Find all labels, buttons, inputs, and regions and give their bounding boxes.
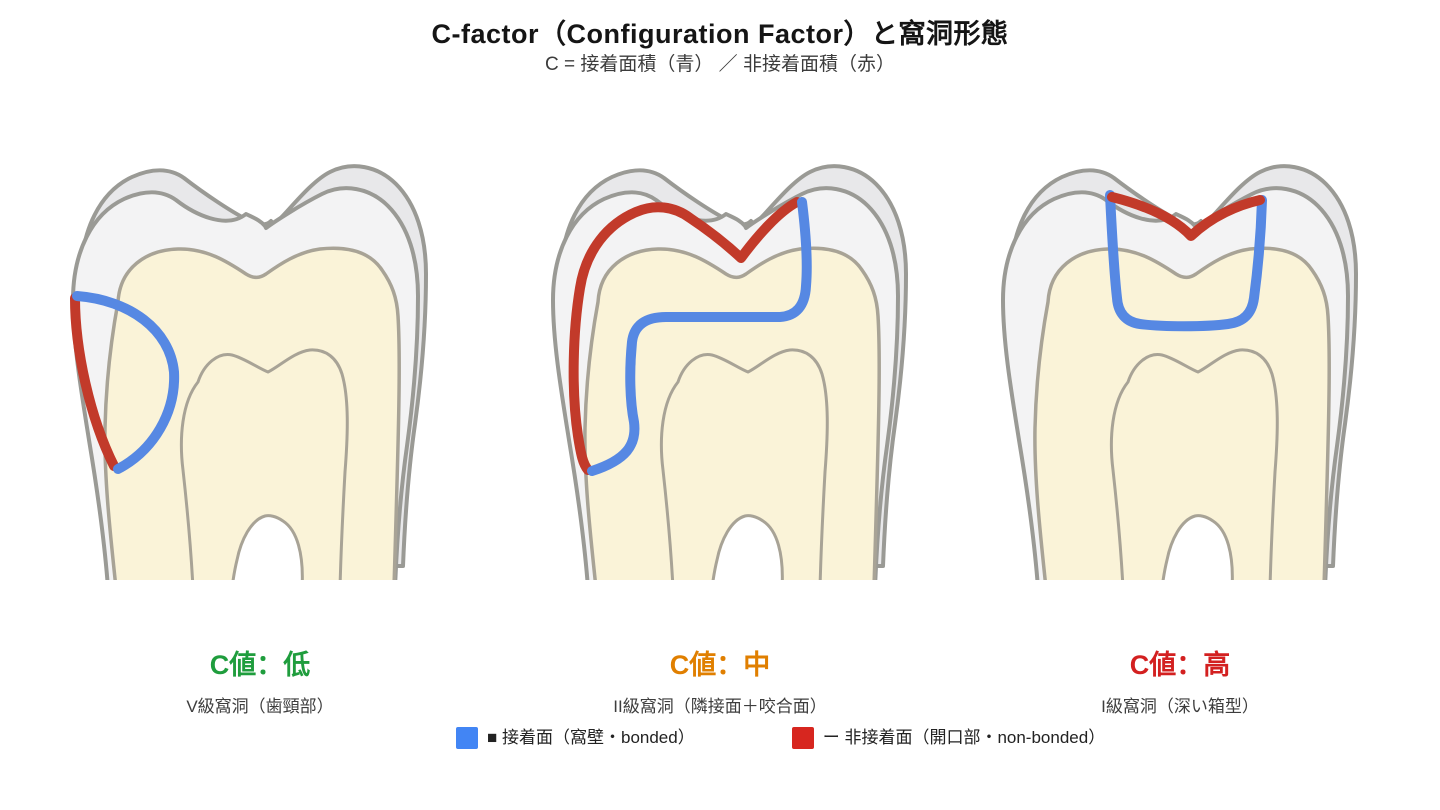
nonbonded-margin-line [70,293,119,471]
cavity-class-label: II級窩洞（隣接面＋咬合面） [613,697,827,717]
tooth-illustration-class-i [1001,164,1358,580]
figure-class-ii: C値：中 II級窩洞（隣接面＋咬合面） [540,150,940,717]
c-value-label: C値：低 [209,650,311,680]
legend-item-bonded: ■ 接着面（窩壁・bonded） [456,726,695,750]
bonded-color-swatch [456,727,478,749]
cavity-class-label: V級窩洞（歯頸部） [186,697,334,717]
legend-label-nonbonded: ー 非接着面（開口部・non-bonded） [822,728,1106,747]
figure-class-i: C値：高 I級窩洞（深い箱型） [990,150,1390,717]
bonded-wall-line [1105,190,1267,332]
legend-item-nonbonded: ー 非接着面（開口部・non-bonded） [791,726,1106,750]
page-title: C-factor（Configuration Factor）と窩洞形態 [431,19,1009,49]
cavity-class-label: I級窩洞（深い箱型） [1101,697,1259,717]
legend: ■ 接着面（窩壁・bonded） ー 非接着面（開口部・non-bonded） [456,726,1105,750]
figure-caption-block: C値：低 V級窩洞（歯頸部） [60,650,460,717]
nonbonded-margin-line [1107,192,1265,241]
nonbonded-margin-line [568,197,802,475]
figure-caption-block: C値：高 I級窩洞（深い箱型） [990,650,1370,717]
tooth-illustration-class-ii [551,164,908,580]
nonbonded-color-swatch [791,727,814,749]
formula-subtitle: C = 接着面積（青） ／ 非接着面積（赤） [545,54,895,75]
c-value-label: C値：中 [669,650,771,680]
legend-label-bonded: ■ 接着面（窩壁・bonded） [487,728,695,747]
figure-class-v: C値：低 V級窩洞（歯頸部） [60,150,460,717]
bonded-wall-line [587,197,812,476]
figure-caption-block: C値：中 II級窩洞（隣接面＋咬合面） [535,650,905,717]
c-value-label: C値：高 [1129,650,1231,680]
bonded-wall-line [72,291,180,474]
tooth-illustration-class-v [70,164,428,580]
